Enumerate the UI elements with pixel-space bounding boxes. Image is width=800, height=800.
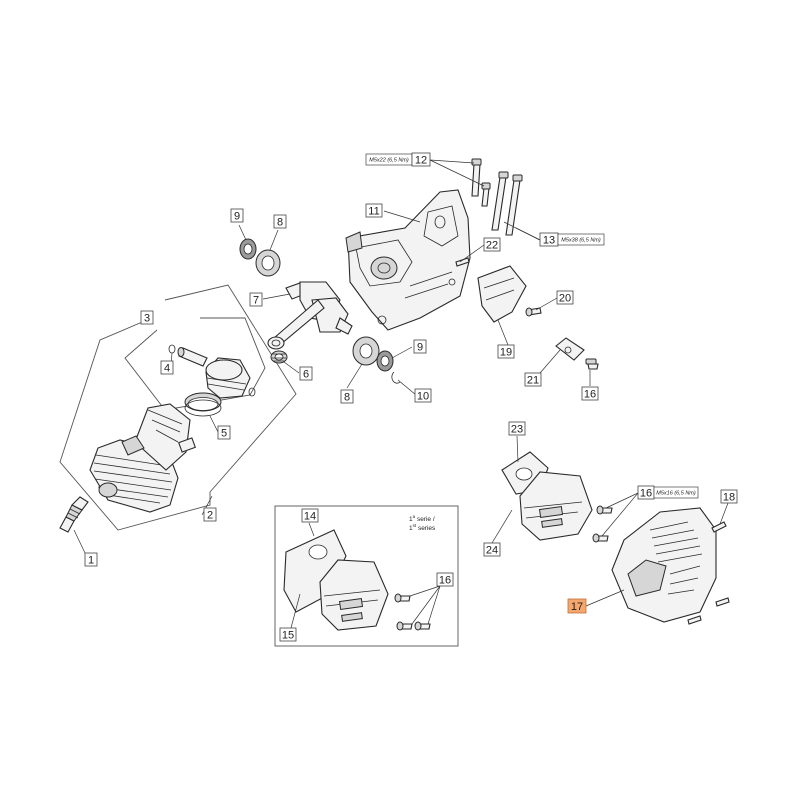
screws-16-muffler-part (592, 505, 613, 543)
piston-part (205, 357, 251, 399)
chain-catcher-21-part (555, 337, 585, 361)
svg-text:M5x16 (6,5 Nm): M5x16 (6,5 Nm) (656, 491, 696, 497)
first-series-note: 1a serie / 1st series (409, 514, 436, 532)
callout-9-bottom: 9 (413, 339, 427, 354)
svg-text:21: 21 (527, 375, 539, 387)
svg-text:15: 15 (282, 630, 294, 642)
bolts-13-part (491, 171, 523, 236)
svg-text:16: 16 (640, 488, 652, 500)
note-line1-num: 1 (409, 516, 413, 523)
callout-2: 2 (203, 507, 217, 522)
callout-3: 3 (140, 310, 154, 325)
muffler-15-part (319, 559, 389, 631)
callout-8-bottom: 8 (340, 389, 354, 404)
svg-text:M5x22 (6,5 Nm): M5x22 (6,5 Nm) (369, 158, 409, 164)
svg-text:11: 11 (368, 206, 379, 218)
callout-12: M5x22 (6,5 Nm) 12 (365, 152, 431, 167)
callout-22: 22 (483, 237, 501, 252)
note-line2-num: 1 (409, 525, 413, 532)
needle-bearing-part (270, 350, 288, 364)
callout-17-highlighted: 17 (567, 598, 587, 614)
svg-text:8: 8 (277, 217, 283, 229)
callout-5: 5 (217, 425, 231, 440)
callout-24: 24 (483, 542, 501, 557)
note-line1-sup: a (413, 514, 416, 519)
svg-text:5: 5 (221, 428, 227, 440)
note-line2-sup: st (413, 523, 417, 528)
svg-text:2: 2 (207, 510, 213, 522)
callout-8-top: 8 (273, 214, 287, 229)
seal-9-bottom-part (376, 350, 394, 372)
svg-text:16: 16 (439, 575, 451, 587)
muffler-cover-17-part (611, 507, 717, 623)
retaining-ring-10-part (391, 371, 401, 384)
svg-text:9: 9 (234, 211, 240, 223)
callout-20: 20 (556, 290, 574, 305)
leader-lines (73, 159, 729, 629)
svg-text:1a serie /: 1a serie / (409, 514, 435, 523)
note-line1-rest: serie / (415, 516, 435, 523)
note-line2-rest: series (416, 525, 436, 532)
callout-14: 14 (301, 508, 319, 523)
bearing-8-top-part (255, 249, 281, 277)
callout-7: 7 (249, 292, 263, 307)
callout-23: 23 (508, 421, 526, 436)
bearing-8-bottom-part (352, 336, 380, 366)
svg-text:4: 4 (164, 363, 170, 375)
seal-9-top-part (239, 238, 257, 260)
callout-16-inset: 16 (436, 572, 454, 587)
svg-text:19: 19 (500, 347, 512, 359)
crankcase-part (345, 189, 471, 331)
svg-text:14: 14 (304, 511, 316, 523)
svg-text:20: 20 (559, 293, 571, 305)
piston-rings-part (184, 392, 222, 417)
callout-21: 21 (524, 372, 542, 387)
svg-text:10: 10 (417, 391, 429, 403)
group-frame-inset-first-series (274, 505, 459, 647)
svg-text:7: 7 (253, 295, 259, 307)
callout-1: 1 (84, 552, 98, 567)
svg-text:18: 18 (723, 492, 735, 504)
svg-text:M5x38 (6,5 Nm): M5x38 (6,5 Nm) (561, 238, 601, 244)
svg-text:24: 24 (486, 545, 498, 557)
svg-text:23: 23 (511, 424, 523, 436)
callout-16-muffler: 16 M5x16 (6,5 Nm) (637, 485, 699, 500)
group-frame-3 (59, 284, 297, 531)
callout-6: 6 (299, 366, 313, 381)
callout-19: 19 (497, 344, 515, 359)
cylinder-part (89, 403, 196, 513)
svg-text:1: 1 (88, 555, 94, 567)
muffler-body-24-part (519, 471, 593, 541)
svg-text:9: 9 (417, 342, 423, 354)
svg-text:17: 17 (571, 601, 583, 613)
crankshaft-part (267, 281, 353, 350)
svg-text:8: 8 (344, 392, 350, 404)
bolts-12-part (471, 158, 491, 207)
svg-text:3: 3 (144, 313, 150, 325)
screws-16-inset-part (394, 593, 431, 631)
svg-text:22: 22 (486, 240, 498, 252)
screw-16-top-part (585, 358, 599, 370)
callout-16-top: 16 (581, 386, 599, 401)
callout-10: 10 (414, 388, 432, 403)
guide-plate-19-part (477, 265, 527, 323)
callout-15: 15 (279, 627, 297, 642)
callout-18: 18 (720, 489, 738, 504)
svg-text:16: 16 (584, 389, 596, 401)
callout-9-top: 9 (230, 208, 244, 223)
svg-text:1st series: 1st series (409, 523, 436, 532)
svg-text:12: 12 (415, 155, 427, 167)
callout-13: 13 M5x38 (6,5 Nm) (539, 232, 605, 247)
screw-20-part (525, 307, 542, 317)
svg-text:13: 13 (543, 235, 555, 247)
svg-text:6: 6 (303, 369, 309, 381)
callout-11: 11 (365, 203, 383, 218)
callout-4: 4 (160, 360, 174, 375)
piston-pin-part (177, 347, 208, 367)
spark-plug-part (59, 496, 89, 533)
